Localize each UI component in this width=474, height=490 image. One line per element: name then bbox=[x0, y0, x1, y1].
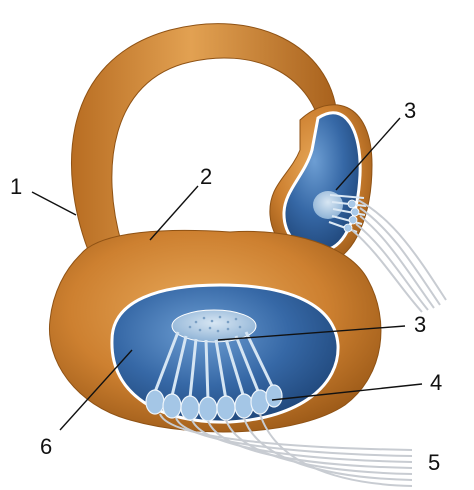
hair-cell-strands bbox=[153, 331, 276, 401]
label-4: 4 bbox=[430, 370, 442, 395]
leader-lines bbox=[31, 117, 423, 431]
label-3-macula: 3 bbox=[414, 312, 426, 337]
hair-cells bbox=[145, 384, 283, 422]
macula bbox=[171, 309, 257, 343]
nerve-fibers bbox=[159, 413, 413, 487]
label-3-ampulla: 3 bbox=[404, 98, 416, 123]
ampulla-nerve-fibers bbox=[351, 199, 447, 313]
label-2: 2 bbox=[200, 164, 212, 189]
label-6: 6 bbox=[40, 434, 52, 459]
label-1: 1 bbox=[10, 174, 22, 199]
number-labels: 1 2 3 3 4 5 6 bbox=[10, 98, 442, 475]
label-5: 5 bbox=[428, 450, 440, 475]
